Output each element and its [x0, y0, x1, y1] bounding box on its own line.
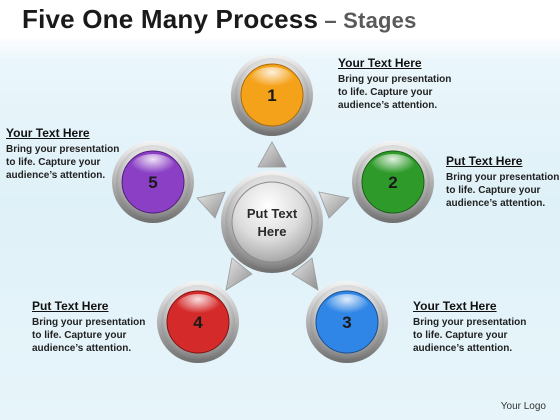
title-bar: Five One Many Process – Stages: [0, 0, 560, 38]
arrow-to-stage-5: [196, 191, 226, 219]
text-block-heading: Put Text Here: [446, 154, 523, 168]
text-block-body: Bring your presentation to life. Capture…: [6, 144, 120, 181]
stage-node-3: 3: [306, 281, 388, 363]
text-block-body: Bring your presentation to life. Capture…: [32, 317, 146, 354]
text-block-heading: Your Text Here: [413, 299, 497, 313]
text-block-body: Bring your presentation to life. Capture…: [446, 172, 560, 209]
text-block-heading: Your Text Here: [338, 56, 422, 70]
text-block-body: Bring your presentation to life. Capture…: [338, 74, 452, 111]
stage-node-1: 1: [231, 54, 313, 136]
title-main: Five One Many Process: [22, 4, 319, 34]
text-block-stage-1: Your Text Here Bring your presentation t…: [338, 56, 463, 112]
center-node: Put Text Here: [221, 171, 323, 273]
stage-number-3: 3: [342, 313, 351, 332]
center-text-line1: Put Text: [247, 206, 298, 221]
text-block-stage-4: Put Text Here Bring your presentation to…: [32, 299, 157, 355]
arrow-to-stage-4: [225, 257, 253, 291]
stage-node-4: 4: [157, 281, 239, 363]
arrow-to-stage-2: [318, 191, 350, 219]
stage-number-2: 2: [388, 173, 397, 192]
stage-node-5: 5: [112, 141, 194, 223]
logo-text: Your Logo: [500, 401, 546, 412]
text-block-stage-5: Your Text Here Bring your presentation t…: [6, 126, 131, 182]
title-dash: –: [318, 8, 344, 33]
text-block-heading: Your Text Here: [6, 126, 90, 140]
stage-node-2: 2: [352, 141, 434, 223]
stage-number-1: 1: [267, 86, 276, 105]
page-title: Five One Many Process – Stages: [22, 4, 417, 35]
text-block-stage-3: Your Text Here Bring your presentation t…: [413, 299, 538, 355]
title-sub: Stages: [343, 8, 417, 33]
stage-number-5: 5: [148, 173, 157, 192]
arrow-to-stage-3: [291, 257, 319, 291]
stage-number-4: 4: [193, 313, 203, 332]
text-block-body: Bring your presentation to life. Capture…: [413, 317, 527, 354]
center-text-line2: Here: [258, 224, 287, 239]
text-block-heading: Put Text Here: [32, 299, 109, 313]
arrow-to-stage-1: [257, 141, 287, 168]
text-block-stage-2: Put Text Here Bring your presentation to…: [446, 154, 560, 210]
